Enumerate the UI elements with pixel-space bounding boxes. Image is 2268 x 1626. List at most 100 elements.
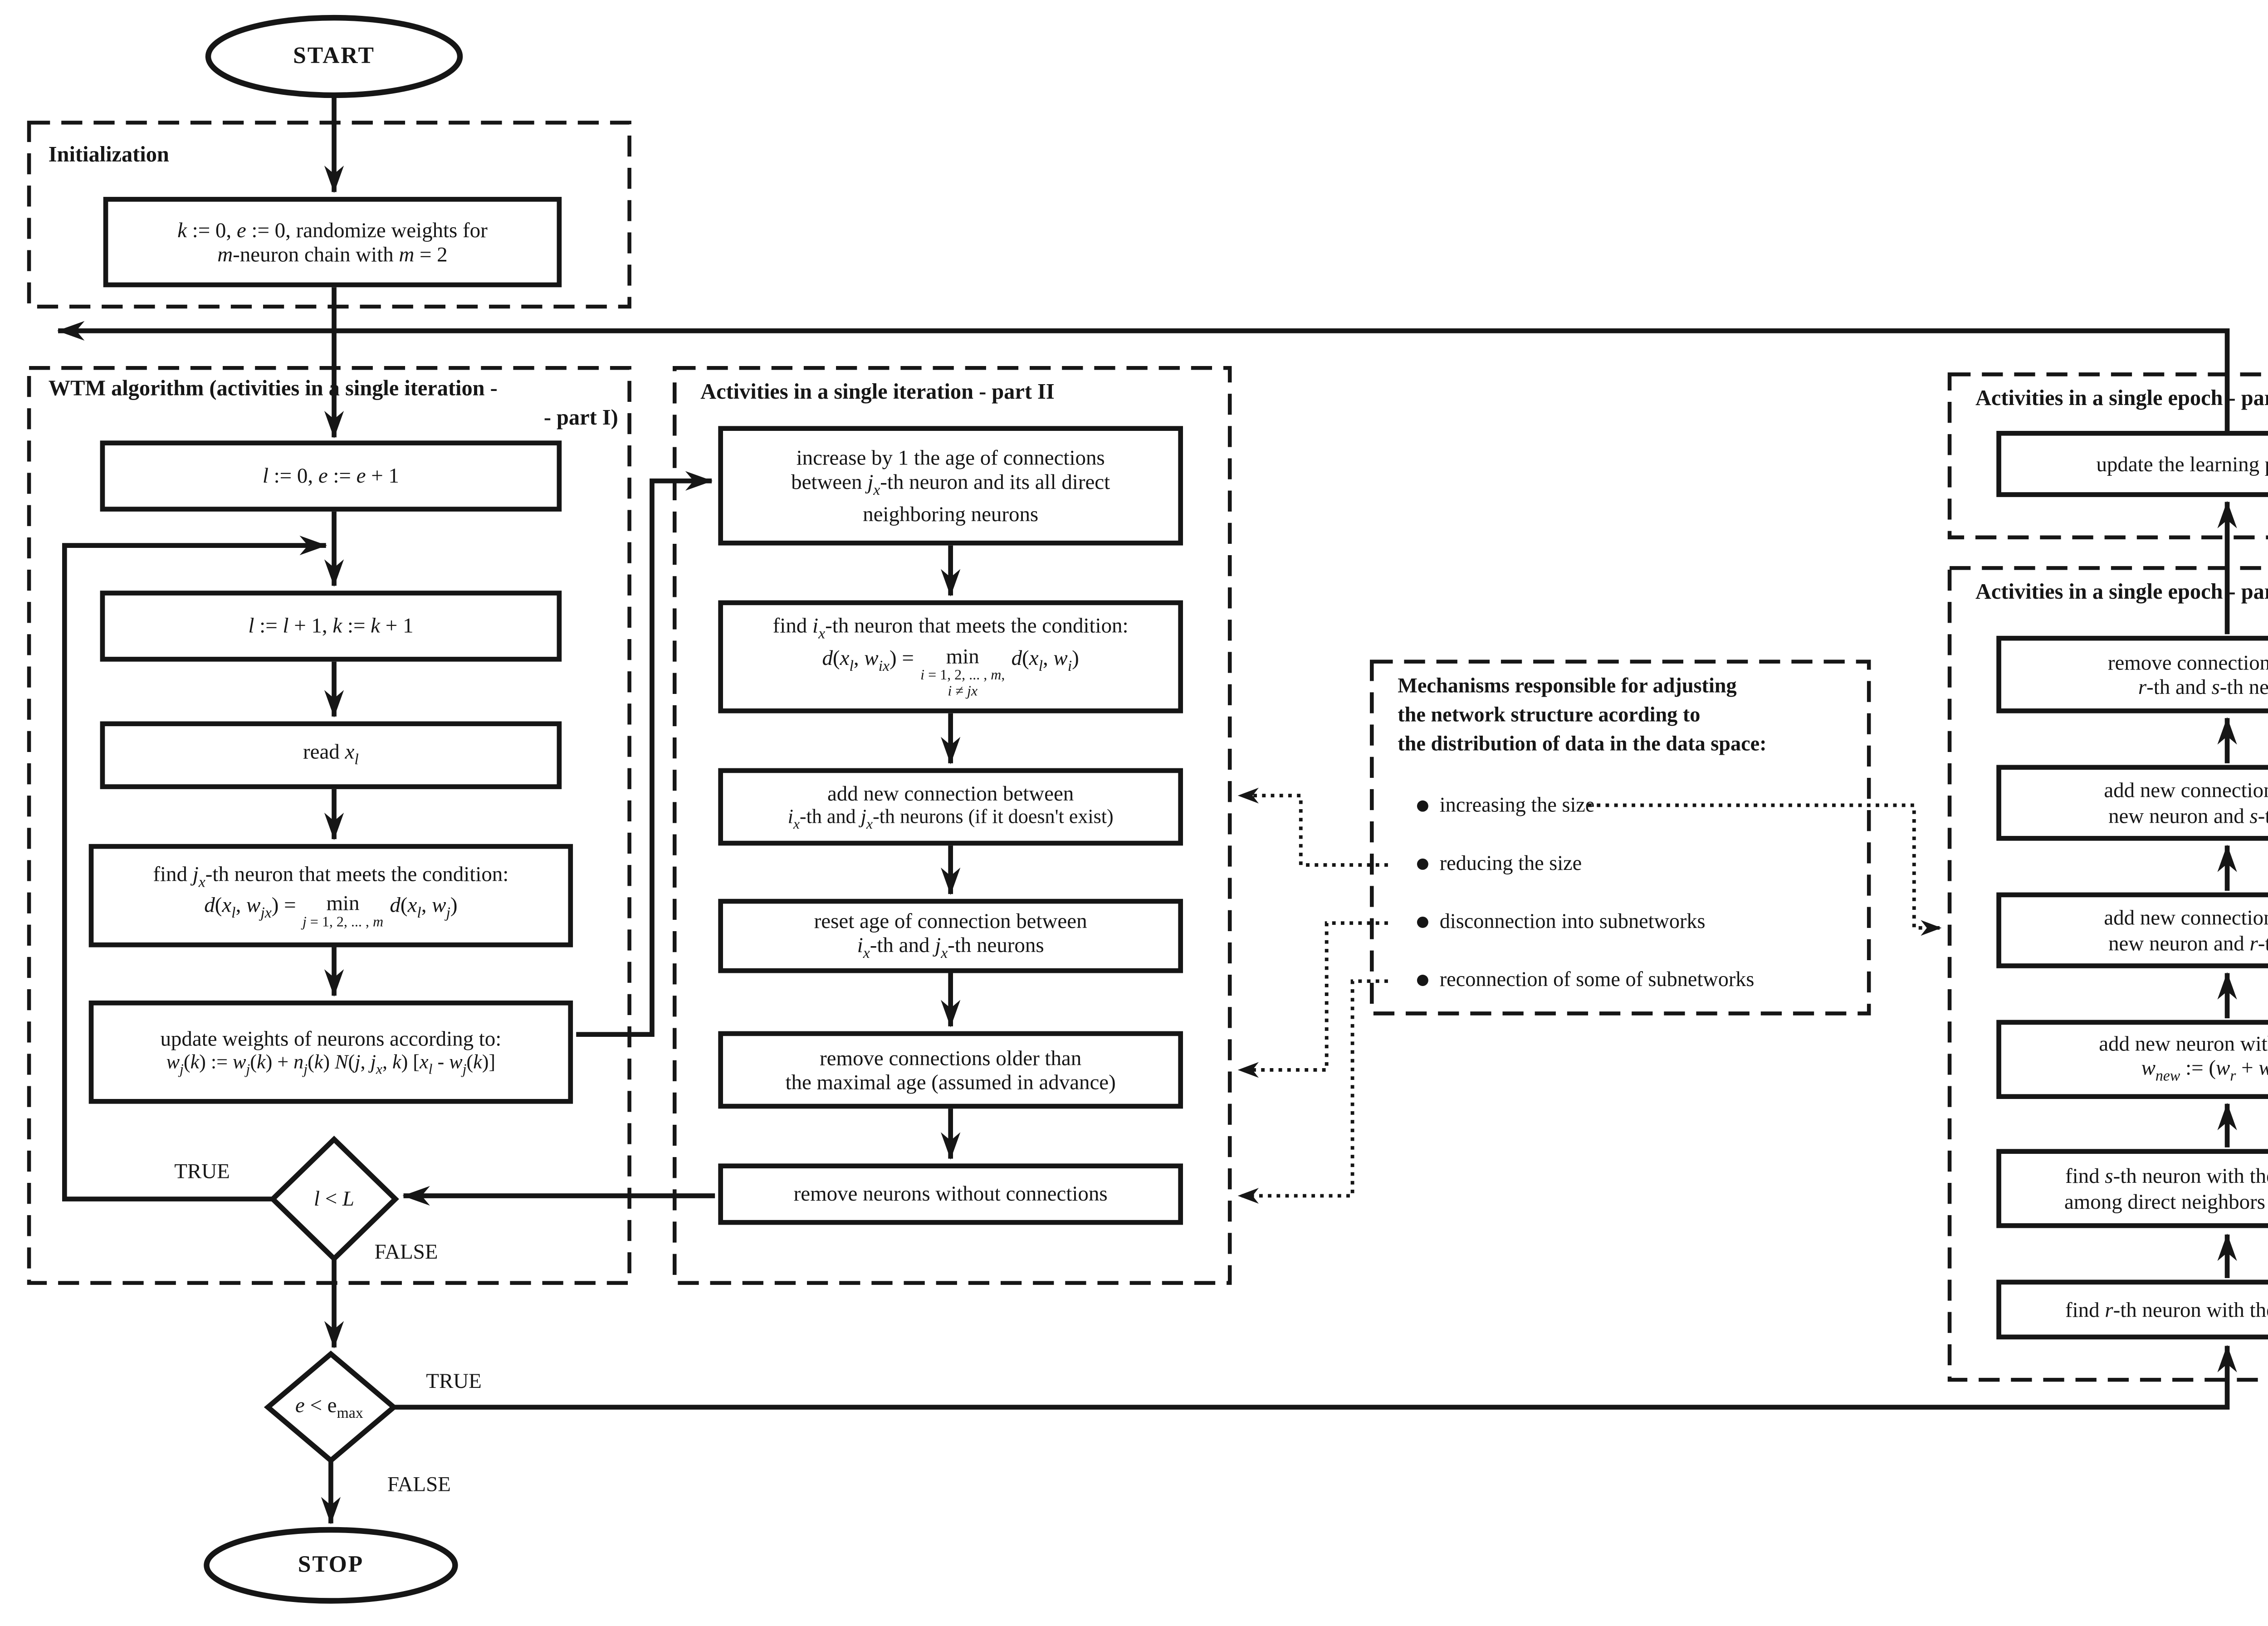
epoch-part2-title: Activities in a single epoch - part II [1975, 579, 2268, 604]
dotted-reconnection-to-remove-neurons [1237, 979, 1388, 1204]
init-box: k := 0, e := 0, randomize weights for m-… [103, 197, 562, 288]
update-learning-parameters-text: update the learning parameters [2096, 451, 2268, 476]
mechanisms-title-line1: Mechanisms responsible for adjusting [1398, 673, 1737, 698]
decision-e-lt-emax-shape [264, 1350, 398, 1464]
bullet-dot-icon [1417, 974, 1428, 986]
bullet-dot-icon [1417, 799, 1428, 811]
min-operator: min [326, 891, 360, 916]
min-subscript-2: i ≠ jx [948, 683, 978, 700]
dotted-reducing-to-add-connection [1237, 787, 1388, 867]
increase-age-line2: between jx-th neuron and its all direct [791, 469, 1110, 500]
find-jx-line1: find jx-th neuron that meets the conditi… [153, 861, 509, 891]
bullet-dot-icon [1417, 858, 1428, 869]
false-label-epoch: FALSE [387, 1471, 451, 1496]
add-new-neuron-box: add new neuron with weights: wnew := (wr… [1996, 1020, 2268, 1099]
add-connection-s-line1: add new connection between [2104, 778, 2268, 802]
mechanism-label: reducing the size [1439, 850, 1582, 875]
mechanism-label: disconnection into subnetworks [1439, 908, 1706, 933]
find-ix-line1: find ix-th neuron that meets the conditi… [772, 614, 1129, 645]
decision-l-lt-L-label: l < L [313, 1186, 355, 1211]
init-line-1: k := 0, e := 0, randomize weights for [177, 217, 488, 242]
reset-age-line2: ix-th and jx-th neurons [857, 932, 1044, 963]
wtm-part1-group-border [27, 366, 631, 1285]
add-connection-r-box: add new connection between new neuron an… [1996, 892, 2268, 968]
update-weights-formula: wj(k) := wj(k) + nj(k) N(j, jx, k) [xl -… [166, 1051, 496, 1078]
decision-l-lt-L-shape [269, 1136, 399, 1263]
min-operator: min [946, 644, 979, 669]
mechanism-label: reconnection of some of subnetworks [1439, 967, 1755, 991]
add-connection-s-line2: new neuron and s-th neuron [2108, 803, 2268, 827]
update-weights-line1: update weights of neurons according to: [160, 1026, 502, 1051]
find-r-neuron-box: find r-th neuron with the biggest error [1996, 1279, 2268, 1340]
start-terminal-shape [205, 15, 463, 98]
initialization-group-border [27, 121, 631, 309]
initialization-title: Initialization [48, 142, 169, 166]
set-l-e-text: l := 0, e := e + 1 [262, 464, 399, 488]
remove-old-line1: remove connections older than [820, 1045, 1082, 1069]
add-connection-r-line1: add new connection between [2104, 905, 2268, 930]
true-label-epoch: TRUE [426, 1368, 482, 1393]
mechanism-label: increasing the size [1439, 792, 1595, 817]
add-connection-s-box: add new connection between new neuron an… [1996, 765, 2268, 841]
set-l-e-box: l := 0, e := e + 1 [100, 440, 562, 512]
true-label-iteration: TRUE [174, 1158, 230, 1183]
increase-age-line3: neighboring neurons [863, 501, 1039, 526]
stop-terminal-shape [204, 1527, 458, 1604]
start-label: START [293, 43, 375, 69]
mechanism-item-increasing: increasing the size [1417, 792, 1594, 818]
update-weights-box: update weights of neurons according to: … [88, 1000, 573, 1104]
epoch-part1-title: Activities in a single epoch - part I [1975, 386, 2268, 410]
find-jx-formula-left: d(xl, wjx) = [204, 893, 296, 923]
mechanism-item-reconnection: reconnection of some of subnetworks [1417, 967, 1754, 992]
arrow-decision2-true-to-epoch2 [394, 1345, 2237, 1410]
find-s-neuron-box: find s-th neuron with the biggest error … [1996, 1149, 2268, 1228]
add-connection-line2: ix-th and jx-th neurons (if it doesn't e… [787, 806, 1114, 832]
increment-l-k-box: l := l + 1, k := k + 1 [100, 591, 562, 662]
bullet-dot-icon [1417, 916, 1428, 928]
min-subscript-1: j = 1, 2, ... , m [302, 914, 384, 930]
remove-connection-rs-line1: remove connection between [2107, 649, 2268, 674]
find-s-neuron-line2: among direct neighbors of r-th neuron [2064, 1188, 2268, 1213]
mechanisms-title-line3: the distribution of data in the data spa… [1398, 731, 1767, 756]
arrow-true-loop-return [62, 536, 327, 1201]
wtm-title-line1: WTM algorithm (activities in a single it… [48, 376, 498, 400]
remove-connection-rs-box: remove connection between r-th and s-th … [1996, 635, 2268, 713]
remove-neurons-box: remove neurons without connections [718, 1163, 1183, 1225]
remove-connection-rs-line2: r-th and s-th neurons [2138, 674, 2268, 699]
find-ix-formula: d(xl, wix) = min i = 1, 2, ... , m, i ≠ … [822, 644, 1079, 700]
wtm-title-line2: - part I) [543, 405, 618, 430]
reset-age-line1: reset age of connection between [814, 908, 1087, 932]
decision-e-lt-emax-label: e < emax [295, 1392, 363, 1423]
find-jx-min-stack: min j = 1, 2, ... , m [303, 893, 383, 930]
find-ix-neuron-box: find ix-th neuron that meets the conditi… [718, 600, 1183, 713]
add-new-neuron-formula: wnew := (wr + ws) / 2 [2141, 1056, 2268, 1086]
find-jx-neuron-box: find jx-th neuron that meets the conditi… [88, 844, 573, 947]
remove-old-line2: the maximal age (assumed in advance) [785, 1069, 1116, 1094]
find-ix-formula-right: d(xl, wi) [1011, 645, 1079, 676]
mechanism-item-disconnection: disconnection into subnetworks [1417, 908, 1706, 934]
find-s-neuron-line1: find s-th neuron with the biggest error [2065, 1163, 2268, 1188]
min-subscript-1: i = 1, 2, ... , m, [920, 667, 1005, 684]
read-x-text: read xl [303, 739, 359, 770]
find-jx-formula: d(xl, wjx) = min j = 1, 2, ... , m d(xl,… [204, 893, 457, 930]
mechanisms-title-line2: the network structure acording to [1398, 702, 1701, 727]
remove-old-connections-box: remove connections older than the maxima… [718, 1031, 1183, 1109]
add-connection-ix-jx-box: add new connection between ix-th and jx-… [718, 768, 1183, 846]
increase-age-box: increase by 1 the age of connections bet… [718, 426, 1183, 546]
stop-label: STOP [298, 1552, 364, 1577]
iteration-part2-title: Activities in a single iteration - part … [700, 379, 1055, 404]
find-ix-min-stack: min i = 1, 2, ... , m, i ≠ jx [920, 644, 1005, 700]
find-r-neuron-text: find r-th neuron with the biggest error [2065, 1297, 2268, 1322]
increase-age-line1: increase by 1 the age of connections [796, 445, 1105, 469]
false-label-iteration: FALSE [374, 1239, 438, 1264]
read-x-box: read xl [100, 721, 562, 789]
find-ix-formula-left: d(xl, wix) = [822, 645, 914, 676]
add-connection-r-line2: new neuron and r-th neuron [2108, 930, 2268, 955]
dotted-disconnection-to-remove-connections [1237, 921, 1388, 1078]
find-jx-formula-right: d(xl, wj) [390, 893, 458, 923]
increment-l-k-text: l := l + 1, k := k + 1 [248, 614, 414, 638]
mechanism-item-reducing: reducing the size [1417, 850, 1582, 876]
add-new-neuron-line1: add new neuron with weights: [2099, 1031, 2268, 1055]
